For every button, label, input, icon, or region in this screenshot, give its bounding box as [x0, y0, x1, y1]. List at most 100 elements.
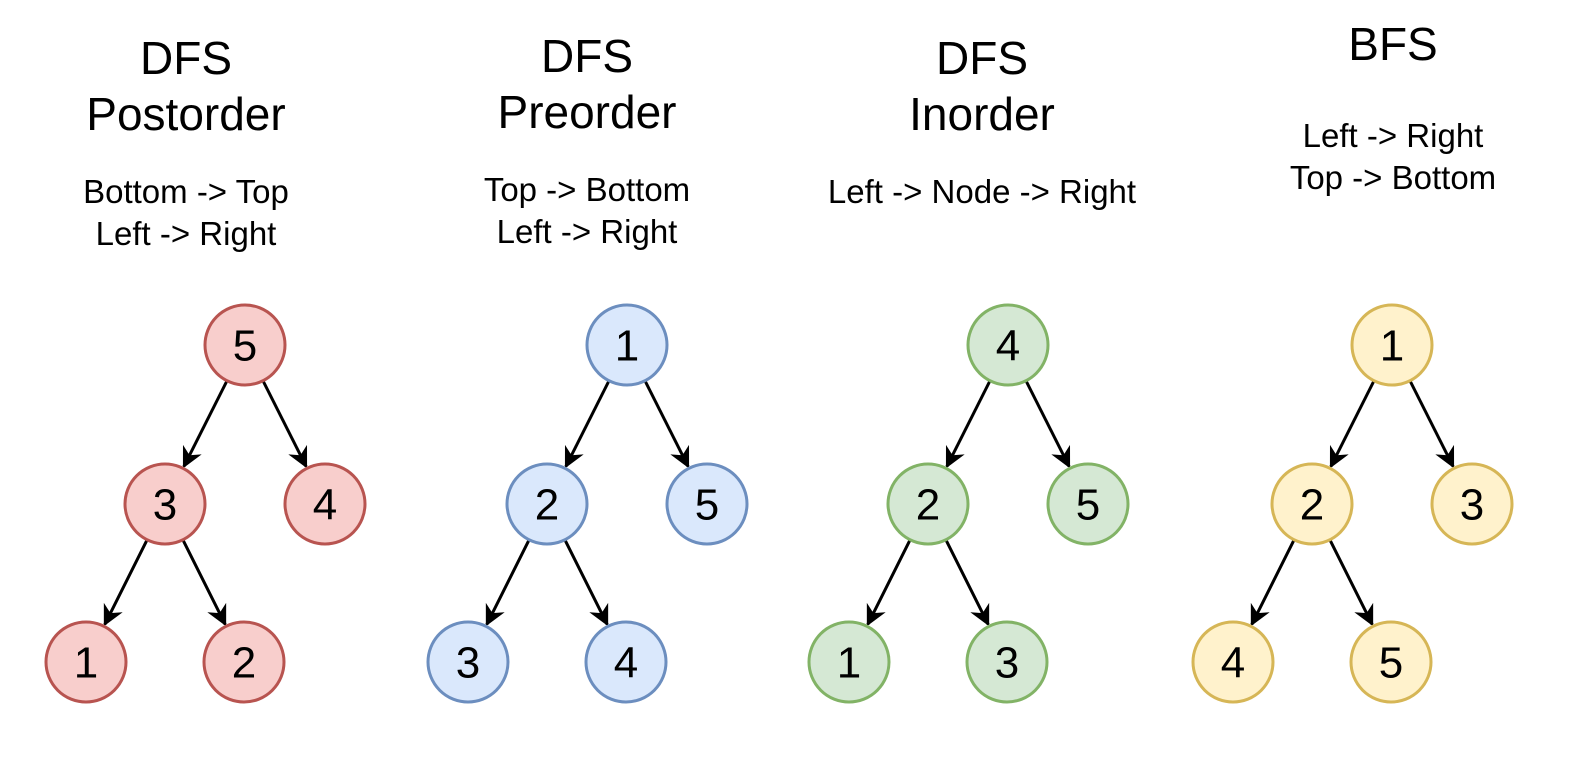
node-circle: [123, 462, 207, 546]
tree-node-left-right: 4: [584, 620, 668, 704]
node-circle: [807, 620, 891, 704]
node-circle: [585, 303, 669, 387]
node-label: 5: [233, 322, 257, 371]
node-circle: [584, 620, 668, 704]
tree-edge-arrow: [1329, 380, 1375, 469]
node-circle: [203, 303, 287, 387]
panel-postorder-heading: DFS Postorder: [36, 30, 336, 142]
tree-edge-arrow: [564, 380, 610, 469]
tree-node-right: 4: [283, 462, 367, 546]
tree-edge-arrow: [945, 380, 991, 469]
node-label: 4: [313, 481, 337, 530]
node-label: 2: [535, 481, 559, 530]
tree-edge-arrow: [1025, 380, 1071, 469]
panel-inorder-heading: DFS Inorder: [832, 30, 1132, 142]
node-label: 2: [1300, 481, 1324, 530]
tree-node-left: 2: [505, 462, 589, 546]
panel-desc-line: Left -> Node -> Right: [827, 173, 1137, 210]
node-label: 2: [232, 639, 256, 688]
tree-node-root: 1: [1350, 303, 1434, 387]
tree-edge-arrow: [944, 540, 990, 627]
node-label: 4: [1221, 639, 1245, 688]
tree-node-right: 5: [665, 462, 749, 546]
tree-edge-arrow: [181, 540, 227, 627]
node-circle: [1350, 303, 1434, 387]
tree-node-left-right: 3: [965, 620, 1049, 704]
panel-title-line: BFS: [1348, 18, 1438, 70]
panel-title-line: Preorder: [497, 86, 677, 138]
panel-title-line: Inorder: [909, 88, 1055, 140]
node-label: 5: [1076, 481, 1100, 530]
node-label: 1: [1380, 322, 1404, 371]
tree-node-left-right: 5: [1349, 620, 1433, 704]
node-circle: [1270, 462, 1354, 546]
node-circle: [1046, 462, 1130, 546]
tree-node-left-right: 2: [202, 620, 286, 704]
tree-edge-arrow: [485, 540, 531, 627]
panel-title-line: DFS: [541, 30, 633, 82]
tree-node-left-left: 4: [1191, 620, 1275, 704]
tree-edge-arrow: [866, 540, 912, 627]
node-circle: [966, 303, 1050, 387]
node-circle: [886, 462, 970, 546]
node-label: 1: [74, 639, 98, 688]
tree-node-left: 2: [886, 462, 970, 546]
tree-edge-arrow: [1250, 540, 1296, 627]
node-label: 5: [695, 481, 719, 530]
panel-desc-line: Top -> Bottom: [1289, 159, 1497, 196]
node-circle: [202, 620, 286, 704]
tree-node-root: 1: [585, 303, 669, 387]
tree-edge-arrow: [1409, 380, 1455, 469]
node-label: 3: [456, 639, 480, 688]
node-label: 3: [1460, 481, 1484, 530]
panel-postorder-description: Bottom -> Top Left -> Right: [36, 171, 336, 255]
tree-node-left-left: 3: [426, 620, 510, 704]
node-circle: [44, 620, 128, 704]
node-circle: [283, 462, 367, 546]
panel-desc-line: Top -> Bottom: [483, 171, 691, 208]
tree-node-left-left: 1: [807, 620, 891, 704]
panel-title-line: Postorder: [86, 88, 286, 140]
tree-edge-arrow: [262, 380, 308, 469]
tree-edge-arrow: [103, 540, 149, 627]
panel-bfs-heading: BFS: [1243, 16, 1543, 72]
node-label: 4: [996, 322, 1020, 371]
node-label: 3: [995, 639, 1019, 688]
panel-desc-line: Bottom -> Top: [83, 173, 289, 210]
node-label: 1: [615, 322, 639, 371]
tree-node-left: 2: [1270, 462, 1354, 546]
panel-title-line: DFS: [936, 32, 1028, 84]
tree-edge-arrow: [644, 380, 690, 469]
tree-node-right: 5: [1046, 462, 1130, 546]
tree-node-right: 3: [1430, 462, 1514, 546]
tree-node-left: 3: [123, 462, 207, 546]
tree-edge-arrow: [563, 540, 609, 627]
panel-preorder-heading: DFS Preorder: [437, 28, 737, 140]
panel-title-line: DFS: [140, 32, 232, 84]
node-circle: [505, 462, 589, 546]
panel-bfs-description: Left -> Right Top -> Bottom: [1243, 115, 1543, 199]
tree-edge-arrow: [182, 380, 228, 469]
panel-desc-line: Left -> Right: [95, 215, 277, 252]
node-label: 2: [916, 481, 940, 530]
node-circle: [965, 620, 1049, 704]
tree-node-root: 4: [966, 303, 1050, 387]
node-circle: [1349, 620, 1433, 704]
tree-node-left-left: 1: [44, 620, 128, 704]
node-label: 3: [153, 481, 177, 530]
panel-inorder-description: Left -> Node -> Right: [782, 171, 1182, 213]
node-label: 1: [837, 639, 861, 688]
panel-desc-line: Left -> Right: [496, 213, 678, 250]
node-circle: [665, 462, 749, 546]
node-label: 4: [614, 639, 638, 688]
node-label: 5: [1379, 639, 1403, 688]
node-circle: [1430, 462, 1514, 546]
panel-desc-line: Left -> Right: [1302, 117, 1484, 154]
node-circle: [1191, 620, 1275, 704]
tree-node-root: 5: [203, 303, 287, 387]
tree-edge-arrow: [1328, 540, 1374, 627]
panel-preorder-description: Top -> Bottom Left -> Right: [437, 169, 737, 253]
node-circle: [426, 620, 510, 704]
